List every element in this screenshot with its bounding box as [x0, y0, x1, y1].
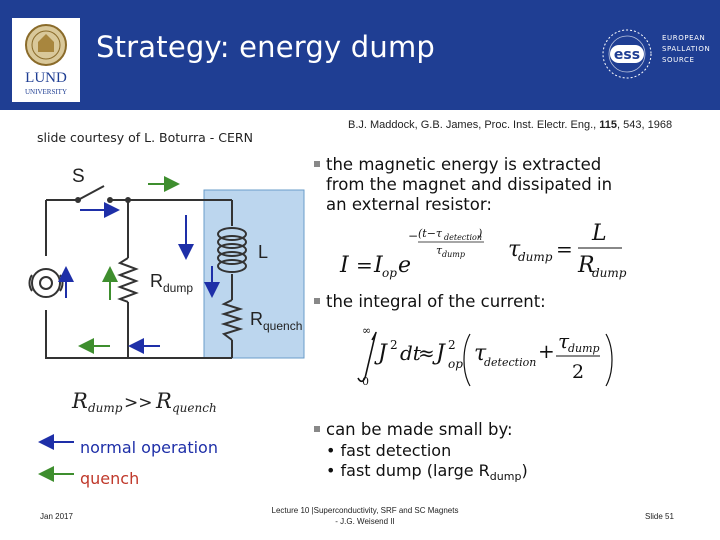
- reference-suffix: , 543, 1968: [617, 119, 673, 131]
- integral-equation: ∞ 0 J 2 dt ≈ J 2 op τ detection + τ dump…: [357, 324, 613, 388]
- rdump-label-sub: dump: [163, 281, 193, 295]
- courtesy-note: slide courtesy of L. Boturra - CERN: [37, 130, 253, 145]
- eq1-exp-num: (t−τ: [418, 227, 443, 240]
- bullet3-text: can be made small by:: [326, 420, 513, 439]
- bullet-square-icon: [314, 160, 320, 167]
- inductor-coil: [217, 227, 247, 273]
- eq3-Jop: J: [432, 341, 446, 366]
- switch-label: S: [72, 166, 85, 187]
- eq3-approx: ≈: [418, 341, 435, 365]
- sub2-subscript: dump: [489, 470, 522, 484]
- eq1-Iop: I: [373, 253, 384, 278]
- ess-logo-icon: ess: [602, 29, 652, 79]
- tau-dump-equation: τ dump = L R dump: [508, 221, 627, 280]
- legend-quench-label: quench: [80, 469, 140, 488]
- eq1-I: I: [339, 253, 350, 278]
- eq3-Jop-sq: 2: [448, 338, 456, 352]
- sub1-text: fast detection: [340, 441, 452, 460]
- lund-logo-subtext: UNIVERSITY: [25, 88, 67, 96]
- eq1-e: e: [398, 253, 411, 278]
- eq2-dump-sub: dump: [518, 250, 553, 264]
- eq3-sq: 2: [390, 338, 398, 352]
- bullet2-text: the integral of the current:: [326, 292, 546, 311]
- eq3-upper: ∞: [362, 324, 371, 337]
- rquench-label: R: [250, 309, 263, 329]
- eq2-R-sub: dump: [592, 266, 627, 280]
- footer-slide-number: Slide 51: [645, 512, 674, 521]
- switch: [75, 185, 131, 203]
- eq1-op-sub: op: [382, 266, 397, 280]
- bullet-magnetic-energy: the magnetic energy is extracted: [314, 155, 601, 174]
- eq3-tau: τ: [474, 341, 487, 366]
- condition-rdump-sub: dump: [88, 401, 123, 415]
- eq1-minus: −: [408, 229, 418, 243]
- normal-current-arrows: [58, 202, 220, 354]
- condition-rquench-sub: quench: [172, 401, 217, 415]
- footer-lecture: Lecture 10 |Superconductivity, SRF and S…: [250, 505, 480, 527]
- current-source: [28, 268, 64, 298]
- footer-date: Jan 2017: [40, 512, 73, 521]
- bullet-integral: the integral of the current:: [314, 292, 546, 311]
- lund-logo-text: LUND: [25, 70, 67, 86]
- sub2-end: ): [521, 461, 528, 480]
- rdump-label: R: [150, 271, 163, 291]
- ess-logo-text: ess: [614, 47, 640, 63]
- eq3-op-sub: op: [448, 357, 463, 371]
- ess-line-2: SPALLATION: [662, 45, 711, 53]
- sub-bullet-fast-detection: • fast detection: [326, 441, 452, 460]
- rdump-resistor: [117, 257, 139, 303]
- reference-volume: 115: [599, 119, 618, 131]
- rquench-label-sub: quench: [263, 319, 302, 333]
- footer-lecture-line2: - J.G. Weisend II: [335, 517, 395, 526]
- eq3-denominator: 2: [572, 361, 584, 383]
- eq2-L: L: [591, 221, 607, 246]
- bullet1-line2: from the magnet and dissipated in: [326, 175, 613, 194]
- condition-rdump: R: [71, 389, 88, 413]
- quench-current-arrows: [78, 176, 180, 354]
- eq3-lower: 0: [362, 375, 369, 388]
- eq3-dump-sub: dump: [568, 342, 600, 355]
- condition-operator: >>: [124, 393, 153, 413]
- bullet-made-small: can be made small by:: [314, 420, 513, 439]
- eq3-J: J: [374, 341, 388, 366]
- eq3-detection-sub: detection: [484, 356, 536, 369]
- eq2-tau: τ: [508, 237, 521, 262]
- legend-normal-label: normal operation: [80, 438, 218, 457]
- current-decay-equation: I = I op e − (t−τ detection ) τ dump: [339, 227, 484, 280]
- condition-rquench: R: [155, 389, 172, 413]
- sub2-text: fast dump (large R: [340, 461, 490, 480]
- eq2-equals: =: [556, 237, 573, 261]
- rquench-resistor: [220, 299, 244, 341]
- bullet-square-icon: [314, 297, 320, 304]
- page-title: Strategy: energy dump: [96, 30, 436, 64]
- reference-citation: B.J. Maddock, G.B. James, Proc. Inst. El…: [348, 119, 672, 131]
- footer-lecture-line1: Lecture 10 |Superconductivity, SRF and S…: [271, 506, 459, 515]
- eq2-R: R: [577, 253, 595, 278]
- bullet-square-icon: [314, 425, 320, 432]
- bullet1-line1: the magnetic energy is extracted: [326, 155, 602, 174]
- inductor-label: L: [258, 242, 268, 262]
- reference-prefix: B.J. Maddock, G.B. James, Proc. Inst. El…: [348, 119, 597, 131]
- lund-university-logo: LUND UNIVERSITY: [12, 18, 80, 102]
- eq3-dt: dt: [400, 341, 422, 365]
- lund-seal-icon: LUND UNIVERSITY: [25, 24, 67, 96]
- ess-name: EUROPEAN SPALLATION SOURCE: [662, 33, 710, 66]
- slide-header: LUND UNIVERSITY Strategy: energy dump es…: [0, 0, 720, 110]
- eq1-exp-den: τ: [436, 244, 443, 257]
- eq1-exp-den-sub: dump: [442, 250, 465, 259]
- sub-bullet-fast-dump: • fast dump (large Rdump): [326, 461, 528, 484]
- ess-line-1: EUROPEAN: [662, 34, 706, 42]
- eq3-plus: +: [538, 339, 555, 363]
- eq3-tau-dump: τ: [558, 329, 570, 353]
- eq1-exp-num-end: ): [477, 227, 482, 240]
- ess-line-3: SOURCE: [662, 56, 695, 64]
- eq1-equals: =: [356, 253, 373, 277]
- eq1-exp-num-sub: detection: [444, 233, 482, 242]
- bullet1-line3: an external resistor:: [326, 195, 492, 214]
- magnet-highlight: [203, 189, 305, 359]
